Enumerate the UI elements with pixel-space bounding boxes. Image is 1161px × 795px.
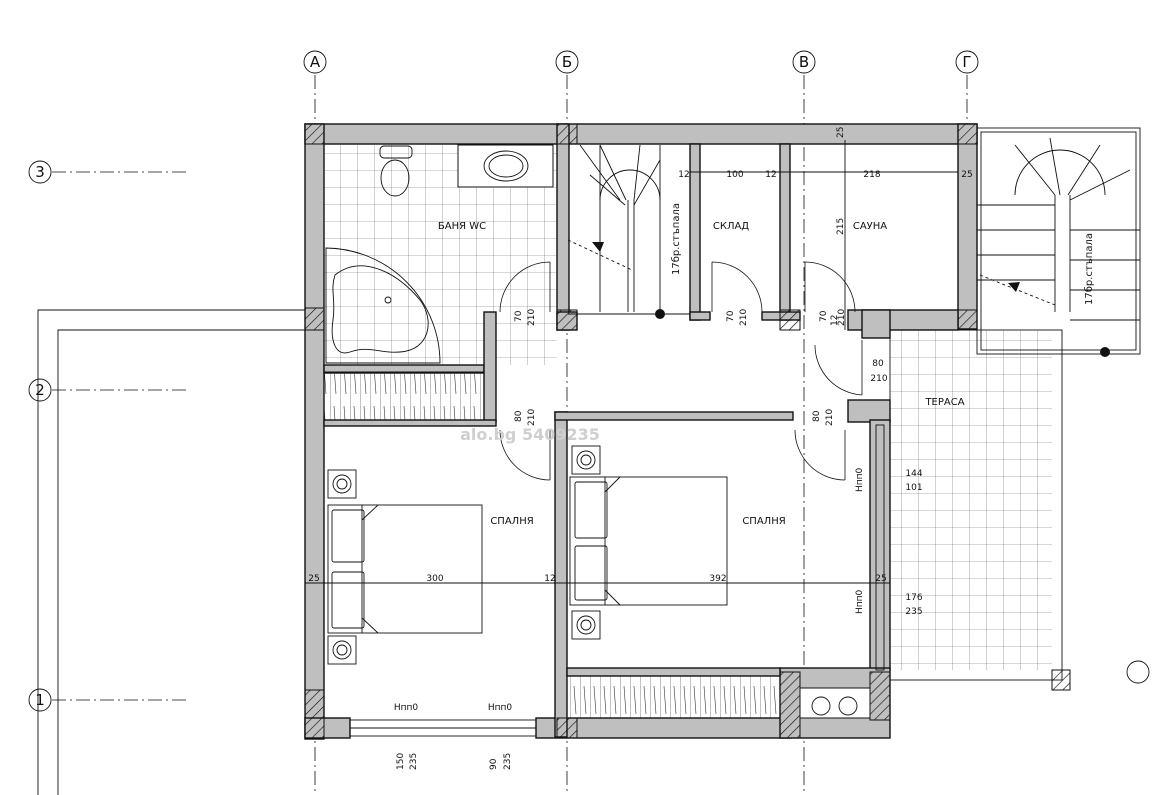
axis-label-g: Г: [962, 53, 971, 71]
door3-height: 210: [837, 309, 847, 326]
door4-width: 80: [514, 410, 524, 422]
window2-label: Нпп0: [488, 703, 513, 713]
sink: [457, 144, 554, 188]
door-swings: [499, 261, 863, 481]
vent-symbols: [327, 445, 858, 716]
axis-label-3: 3: [35, 163, 45, 181]
watermark: alo.bg 5409235: [460, 425, 600, 444]
door5-height: 210: [825, 409, 835, 426]
dim-mid-25r: 25: [875, 574, 886, 584]
dim-mid-300: 300: [426, 574, 443, 584]
axis-marker-g: Г: [955, 50, 979, 74]
dim-mid-392: 392: [709, 574, 726, 584]
toilet: [379, 145, 413, 197]
axis-label-b: Б: [562, 53, 572, 71]
room-label-storage: СКЛАД: [713, 221, 749, 232]
window3-label: Нпп0: [855, 467, 865, 492]
door5-width: 80: [812, 410, 822, 422]
axis-marker-1: 1: [28, 688, 52, 712]
window1-width: 150: [396, 753, 406, 770]
door4-height: 210: [527, 409, 537, 426]
stairs-label-outer: 17бр.стъпала: [1084, 233, 1095, 305]
axis-marker-a: А: [303, 50, 327, 74]
window4-width: 176: [905, 593, 922, 603]
door3-extra: 12: [830, 315, 840, 326]
door1-width: 70: [514, 310, 524, 322]
dim-sauna-215: 215: [836, 218, 846, 235]
window3-width: 144: [905, 469, 922, 479]
dim-top-100: 100: [726, 170, 743, 180]
window1-height: 235: [409, 753, 419, 770]
dim-top-218: 218: [863, 170, 880, 180]
axis-marker-b: Б: [555, 50, 579, 74]
staircase-inner: [567, 144, 690, 319]
corner-bathtub: [325, 247, 441, 364]
room-label-bedroom-right: СПАЛНЯ: [742, 516, 785, 527]
dim-top-12b: 12: [765, 170, 776, 180]
dimension-lines: [305, 140, 958, 584]
door2-width: 70: [726, 310, 736, 322]
dim-top-12a: 12: [678, 170, 689, 180]
wardrobe-left: [323, 371, 485, 421]
dim-top-25r: 25: [961, 170, 972, 180]
bed-left: [327, 504, 483, 634]
stairs-label-inner: 17бр.стъпала: [671, 203, 682, 275]
axis-marker-3: 3: [28, 160, 52, 184]
axis-label-v: В: [799, 53, 809, 71]
site-boundary-lines: [37, 309, 305, 795]
terrace-tiles: [890, 330, 1052, 670]
axis-label-1: 1: [35, 691, 45, 709]
bed-right: [569, 476, 728, 606]
window3-height: 101: [905, 483, 922, 493]
walls: [304, 123, 978, 740]
dim-mid-25l: 25: [308, 574, 319, 584]
room-label-bathroom: БАНЯ WC: [438, 221, 486, 232]
door1-height: 210: [527, 309, 537, 326]
door3-width: 70: [819, 310, 829, 322]
axis-label-a: А: [310, 53, 321, 71]
axis-label-2: 2: [35, 381, 45, 399]
window4-label: Нпп0: [855, 589, 865, 614]
terrace-door-width: 80: [872, 359, 884, 369]
window2-width: 90: [489, 758, 499, 770]
wardrobe-right: [566, 675, 781, 719]
door2-height: 210: [739, 309, 749, 326]
room-label-terrace: ТЕРАСА: [924, 397, 964, 408]
terrace-door-height: 210: [870, 374, 887, 384]
bottom-windows: [349, 719, 537, 737]
axis-marker-v: В: [792, 50, 816, 74]
window2-height: 235: [503, 753, 513, 770]
dim-top-25v: 25: [836, 127, 846, 138]
dim-mid-12: 12: [544, 574, 555, 584]
room-label-bedroom-left: СПАЛНЯ: [490, 516, 533, 527]
window4-height: 235: [905, 607, 922, 617]
axis-marker-2: 2: [28, 378, 52, 402]
room-label-sauna: САУНА: [853, 221, 887, 232]
right-window: [875, 424, 885, 671]
axis-marker-blank: [1126, 660, 1150, 684]
window1-label: Нпп0: [394, 703, 419, 713]
staircase-outer: [976, 127, 1141, 357]
columns: [304, 123, 1071, 739]
terrace-outline: [889, 329, 1063, 681]
